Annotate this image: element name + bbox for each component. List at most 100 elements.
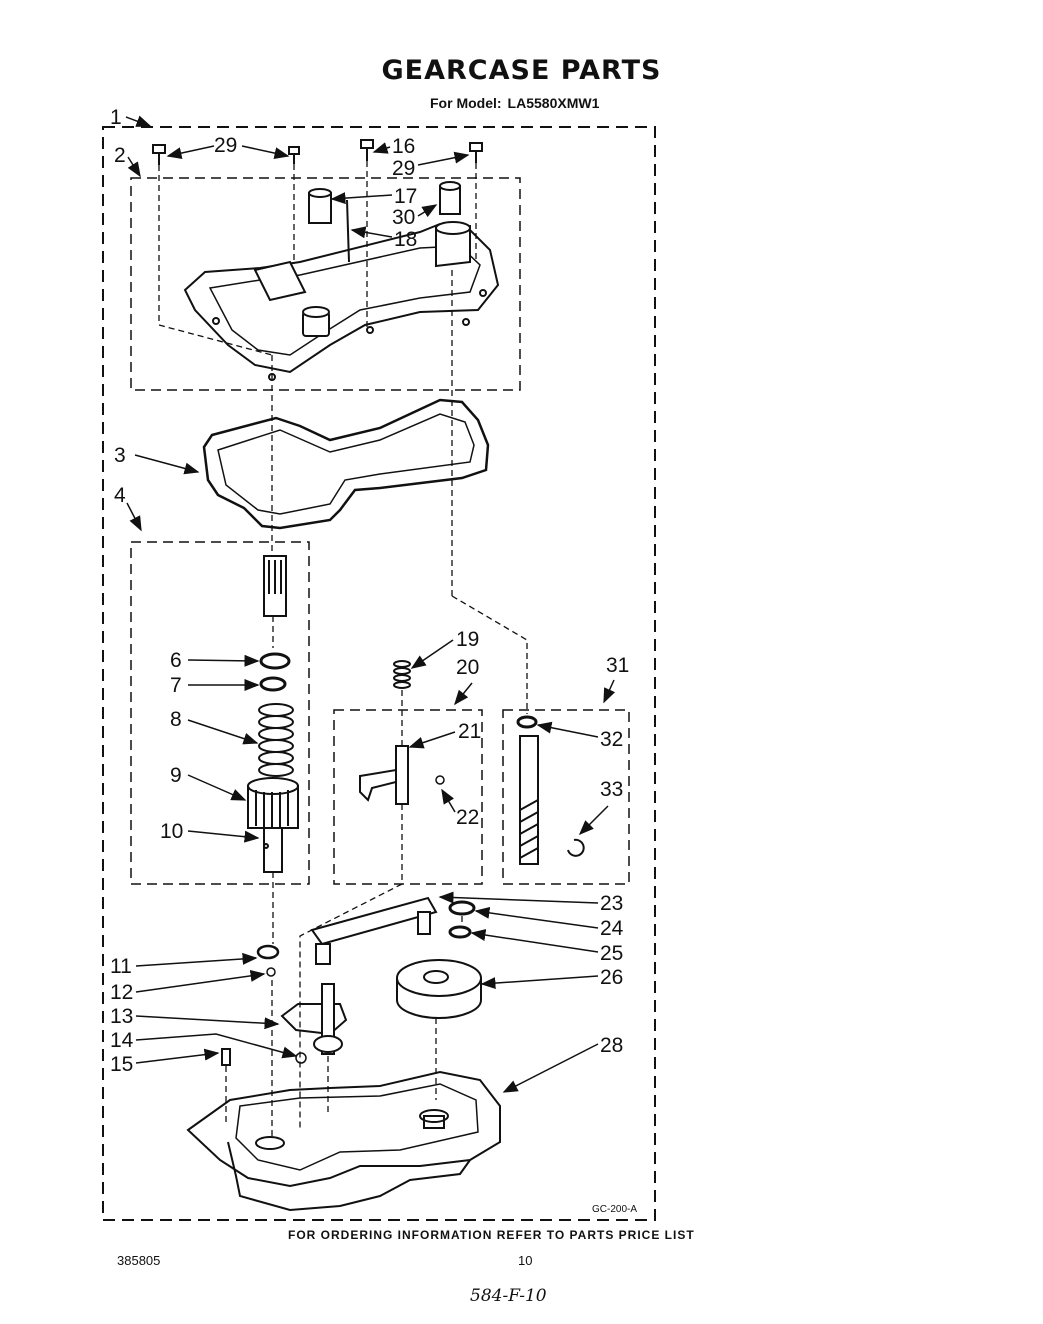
callout-10: 10	[160, 820, 183, 843]
leader-26	[480, 975, 599, 990]
callout-3: 3	[114, 444, 126, 467]
gasket	[202, 398, 490, 530]
leader-30	[417, 204, 438, 218]
leader-29b	[417, 151, 470, 166]
leader-20	[454, 682, 473, 706]
callout-17: 17	[394, 185, 417, 208]
leader-4	[126, 502, 142, 532]
document-number: 385805	[117, 1253, 161, 1268]
washer-24	[448, 900, 476, 916]
leader-14	[135, 1033, 298, 1059]
bushing-30	[439, 181, 461, 215]
pin-18	[346, 199, 350, 263]
callout-13: 13	[110, 1005, 133, 1028]
pinion-assembly-box	[502, 709, 630, 885]
page-title: GEARCASE PARTS	[381, 55, 662, 86]
clip-33	[567, 838, 585, 857]
washer-25	[448, 925, 472, 939]
leader-1	[125, 115, 152, 127]
callout-23: 23	[600, 892, 623, 915]
callout-8: 8	[170, 708, 182, 731]
callout-12: 12	[110, 981, 133, 1004]
spring-8	[258, 703, 294, 777]
leader-29a-left	[166, 145, 215, 159]
pinion-shaft	[519, 735, 539, 865]
callout-21: 21	[458, 720, 481, 743]
link-arm-23	[310, 896, 438, 965]
leader-29a-right	[241, 145, 290, 159]
ordering-note: FOR ORDERING INFORMATION REFER TO PARTS …	[288, 1228, 695, 1242]
model-prefix: For Model:	[430, 95, 502, 111]
leader-10	[187, 830, 260, 843]
pin-15	[221, 1048, 231, 1066]
leader-32	[536, 721, 599, 738]
leader-12	[135, 969, 266, 993]
leader-13	[135, 1015, 280, 1030]
screw-29-left	[152, 144, 166, 165]
gearcase-cover	[183, 221, 500, 381]
model-line: For Model: LA5580XMW1	[430, 95, 605, 111]
callout-33: 33	[600, 778, 623, 801]
callout-19: 19	[456, 628, 479, 651]
leader-17	[330, 192, 393, 205]
callout-6: 6	[170, 649, 182, 672]
leader-15	[135, 1048, 220, 1064]
leader-8	[187, 719, 259, 745]
leader-3	[134, 454, 200, 475]
callout-1: 1	[110, 106, 122, 129]
washer-6	[259, 652, 291, 670]
leader-23	[438, 891, 599, 904]
bushing-17	[308, 188, 332, 224]
leader-21	[408, 731, 456, 749]
leader-22	[441, 788, 456, 813]
shift-lever-13	[280, 983, 348, 1055]
leader-16	[372, 142, 391, 154]
assembly-1-box	[102, 126, 656, 1221]
leader-6	[187, 654, 260, 667]
leader-18	[350, 226, 393, 239]
washer-32	[516, 715, 538, 729]
leader-31	[603, 679, 616, 704]
callout-16: 16	[392, 135, 415, 158]
callout-22: 22	[456, 806, 479, 829]
callout-30: 30	[392, 206, 415, 229]
callout-18: 18	[394, 228, 417, 251]
leader-33	[578, 805, 609, 836]
screw-29-middle	[288, 146, 300, 164]
callout-26: 26	[600, 966, 623, 989]
callout-29b: 29	[392, 157, 415, 180]
callout-14: 14	[110, 1029, 134, 1052]
gear-9	[247, 777, 299, 829]
callout-24: 24	[600, 917, 624, 940]
spline-shaft	[263, 555, 287, 617]
shift-fork-21	[359, 745, 409, 805]
callout-32: 32	[600, 728, 623, 751]
callout-15: 15	[110, 1053, 133, 1076]
ring-14	[295, 1052, 307, 1064]
screw-16	[360, 139, 374, 161]
shaft-10	[263, 827, 283, 873]
callout-25: 25	[600, 942, 623, 965]
callout-9: 9	[170, 764, 182, 787]
shift-fork-box	[333, 709, 483, 885]
leader-11	[135, 952, 258, 967]
callout-11: 11	[110, 955, 132, 978]
leader-24	[474, 906, 599, 929]
callout-20: 20	[456, 656, 479, 679]
drawing-code: GC-200-A	[592, 1204, 637, 1215]
handwritten-note: 584-F-10	[470, 1286, 547, 1306]
cover-assembly-box	[130, 177, 521, 391]
callout-2: 2	[114, 144, 126, 167]
leader-9	[187, 774, 247, 801]
screw-29-right	[469, 142, 483, 163]
callout-28: 28	[600, 1034, 623, 1057]
model-number: LA5580XMW1	[507, 95, 600, 111]
leader-25	[470, 929, 599, 953]
shaft-assembly-box	[130, 541, 310, 885]
leader-19	[410, 639, 454, 669]
ring-22	[435, 775, 445, 785]
spring-19	[393, 660, 411, 689]
gear-26	[396, 959, 482, 1019]
callout-31: 31	[606, 654, 629, 677]
